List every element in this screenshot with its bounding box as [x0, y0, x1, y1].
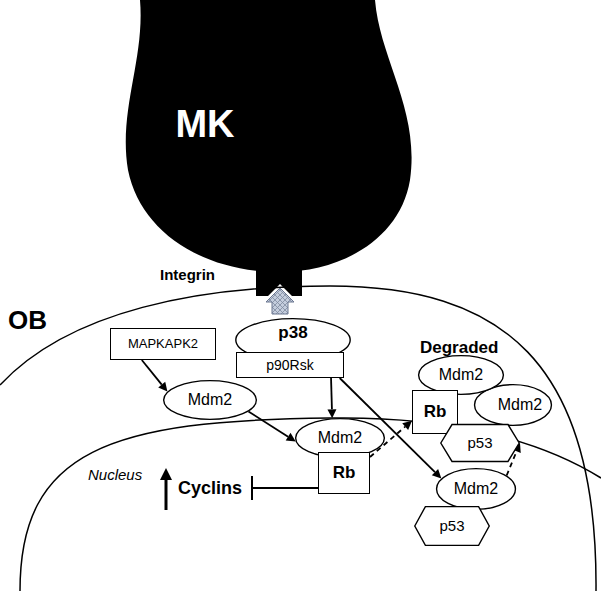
- nuclear-membrane: [20, 418, 601, 591]
- activation-arrow: [249, 411, 296, 441]
- gene-product-label: Cyclins: [178, 478, 242, 500]
- protein-ellipse: Mdm2: [436, 468, 516, 510]
- node-text: Rb: [333, 463, 356, 483]
- node-text: p38: [278, 323, 307, 343]
- kinase-box: p90Rsk: [236, 352, 344, 378]
- compartment-label: Nucleus: [88, 466, 142, 484]
- node-shape: [126, 0, 412, 272]
- arrow-head: [432, 469, 442, 479]
- node-text: Mdm2: [498, 395, 542, 414]
- increase-arrow-head: [160, 468, 172, 480]
- node-text: MAPKAPK2: [128, 336, 198, 352]
- node-shape: [164, 381, 257, 420]
- megakaryocyte-cell: MK: [118, 0, 418, 274]
- node-text: p53: [439, 517, 464, 535]
- osteoblast-membrane: [0, 286, 596, 591]
- arrow-head: [327, 409, 336, 418]
- protein-ellipse: Mdm2: [418, 355, 504, 395]
- node-shape: [441, 425, 519, 462]
- node-outline: [118, 0, 418, 274]
- node-text: MK: [175, 102, 234, 148]
- receptor-label: Integrin: [160, 266, 215, 284]
- node-text: p53: [467, 434, 492, 452]
- node-text: Mdm2: [439, 365, 483, 384]
- node-text: Mdm2: [454, 479, 498, 498]
- inhibition-line: [252, 476, 318, 500]
- connector-line: [249, 411, 289, 436]
- increase-arrow: [165, 478, 168, 510]
- node-text: Rb: [424, 402, 447, 422]
- node-text: p90Rsk: [266, 357, 313, 374]
- protein-hexagon: p53: [440, 424, 520, 462]
- connector-line: [330, 378, 333, 409]
- node-shape: [437, 469, 516, 510]
- node-text: Mdm2: [318, 428, 362, 447]
- cell-label: OB: [8, 305, 47, 336]
- arrow-head: [286, 433, 296, 442]
- integrin-signal-arrow: [266, 288, 294, 314]
- activation-arrow: [142, 360, 168, 392]
- node-shape: [475, 385, 552, 426]
- node-shape: [415, 507, 489, 546]
- arrow-head: [158, 382, 167, 392]
- arrow-head: [402, 421, 412, 430]
- protein-hexagon: p53: [414, 506, 490, 546]
- protein-ellipse: Mdm2: [163, 380, 257, 420]
- connector-line: [142, 360, 162, 385]
- kinase-box: MAPKAPK2: [110, 328, 216, 360]
- protein-box: Rb: [318, 452, 370, 494]
- activation-arrow: [327, 378, 336, 418]
- node-shape: [419, 356, 504, 395]
- node-text: Mdm2: [188, 390, 232, 409]
